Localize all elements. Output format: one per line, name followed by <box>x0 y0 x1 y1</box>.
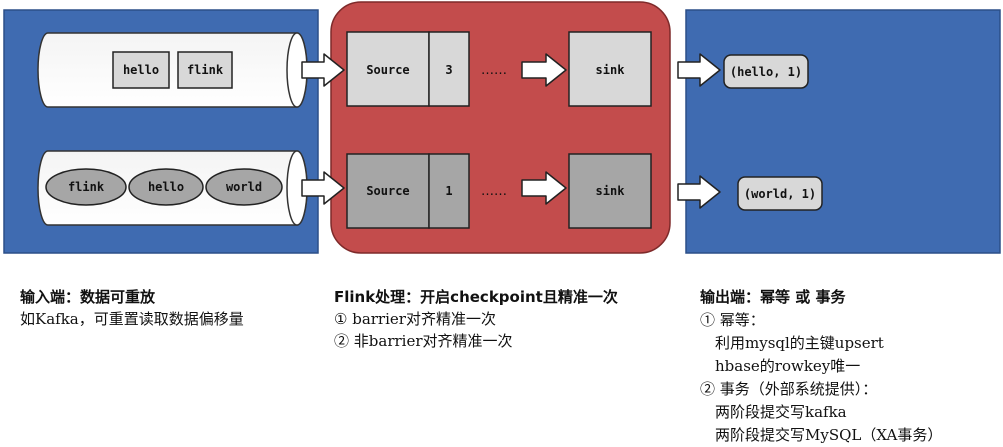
message-oval-world-label: world <box>226 180 262 194</box>
process-caption: Flink处理：开启checkpoint且精准一次 ① barrier对齐精准一… <box>334 286 618 352</box>
output-caption-line: 利用mysql的主键upsert <box>700 334 884 352</box>
output-record-top <box>723 54 809 89</box>
checkpoint-diagram: hello flink flink hello world Source 3 …… <box>3 1 1001 254</box>
output-record-bottom <box>737 176 823 211</box>
arrow-to-sink-bottom <box>521 171 567 205</box>
output-record-bottom-label: (world, 1) <box>744 187 816 201</box>
arrow-to-sink-top <box>521 53 567 87</box>
arrow-sink-to-output-bottom <box>677 175 721 209</box>
output-caption-title: 输出端：幂等 或 事务 <box>700 288 846 306</box>
process-caption-line: ① barrier对齐精准一次 <box>334 310 496 328</box>
input-queue-bottom: flink hello world <box>37 150 308 226</box>
input-queue-top: hello flink <box>37 32 308 108</box>
output-caption: 输出端：幂等 或 事务 ① 幂等： 利用mysql的主键upsert hbase… <box>700 286 942 447</box>
message-oval-hello-label: hello <box>148 180 184 194</box>
sink-box-top <box>568 31 652 107</box>
message-oval-hello <box>128 168 204 206</box>
message-flink-label: flink <box>187 63 224 77</box>
output-caption-line: 两阶段提交写kafka <box>700 403 847 421</box>
message-oval-world <box>205 168 283 206</box>
arrow-input-to-source-top <box>301 53 345 87</box>
message-hello <box>112 51 170 89</box>
sink-box-bottom <box>568 153 652 229</box>
message-hello-label: hello <box>123 63 159 77</box>
output-panel <box>685 9 1001 254</box>
ellipsis-top: …… <box>481 63 507 78</box>
offset-box-bottom <box>428 153 470 229</box>
message-oval-flink-label: flink <box>68 180 105 194</box>
output-caption-line: ② 事务（外部系统提供）： <box>700 380 878 398</box>
arrow-input-to-source-bottom <box>301 171 345 205</box>
ellipsis-bottom: …… <box>481 184 507 199</box>
output-caption-line: ① 幂等： <box>700 311 765 329</box>
arrow-sink-to-output-top <box>677 53 721 87</box>
offset-label-top: 3 <box>445 63 452 77</box>
source-label-top: Source <box>366 63 409 77</box>
input-caption: 输入端：数据可重放 如Kafka，可重置读取数据偏移量 <box>20 286 244 330</box>
message-oval-flink <box>45 168 127 206</box>
input-caption-title: 输入端：数据可重放 <box>20 288 156 306</box>
offset-box-top <box>428 31 470 107</box>
process-caption-title: Flink处理：开启checkpoint且精准一次 <box>334 288 618 306</box>
process-caption-line: ② 非barrier对齐精准一次 <box>334 332 513 350</box>
input-caption-line: 如Kafka，可重置读取数据偏移量 <box>20 310 244 328</box>
source-label-bottom: Source <box>366 184 409 198</box>
output-caption-line: 两阶段提交写MySQL（XA事务） <box>700 426 943 444</box>
output-caption-line: hbase的rowkey唯一 <box>700 357 861 375</box>
sink-label-bottom: sink <box>596 184 626 198</box>
sink-label-top: sink <box>596 63 626 77</box>
message-flink <box>177 51 233 89</box>
source-box-top <box>346 31 430 107</box>
output-record-top-label: (hello, 1) <box>730 65 802 79</box>
offset-label-bottom: 1 <box>445 184 452 198</box>
